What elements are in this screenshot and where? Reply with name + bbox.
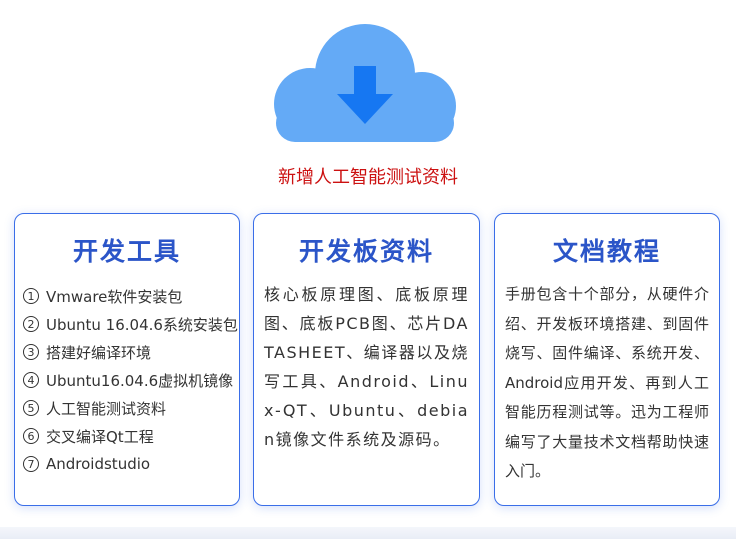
card-body-board-materials: 核心板原理图、底板原理图、底板PCB图、芯片DATASHEET、编译器以及烧写工…	[264, 285, 469, 449]
list-item-label: Ubuntu 16.04.6系统安装包	[46, 315, 238, 334]
list-item-label: 搭建好编译环境	[46, 343, 152, 362]
card-title-dev-tools: 开发工具	[72, 237, 181, 266]
number-badge: 2	[23, 316, 39, 332]
number-badge: 4	[23, 372, 39, 388]
list-item: 7 Androidstudio	[23, 450, 238, 478]
cloud-download-icon	[270, 16, 460, 146]
list-item: 6 交叉编译Qt工程	[23, 422, 238, 450]
list-item-label: 人工智能测试资料	[46, 399, 167, 418]
card-board-materials: 开发板资料 核心板原理图、底板原理图、底板PCB图、芯片DATASHEET、编译…	[253, 213, 480, 506]
number-badge: 1	[23, 288, 39, 304]
number-badge: 7	[23, 456, 39, 472]
headline: 新增人工智能测试资料	[278, 167, 458, 188]
list-item: 3 搭建好编译环境	[23, 338, 238, 366]
number-badge: 5	[23, 400, 39, 416]
list-item: 2 Ubuntu 16.04.6系统安装包	[23, 310, 238, 338]
list-item-label: 交叉编译Qt工程	[46, 427, 154, 446]
list-item: 1 Vmware软件安装包	[23, 282, 238, 310]
list-item-label: Androidstudio	[46, 455, 151, 473]
card-body-doc-tutorials: 手册包含十个部分，从硬件介绍、开发板环境搭建、到固件烧写、固件编译、系统开发、A…	[505, 285, 709, 480]
list-item: 5 人工智能测试资料	[23, 394, 238, 422]
card-dev-tools: 开发工具 1 Vmware软件安装包 2 Ubuntu 16.04.6系统安装包 3…	[14, 213, 240, 506]
number-badge: 6	[23, 428, 39, 444]
list-item-label: Vmware软件安装包	[46, 287, 183, 306]
card-title-doc-tutorials: 文档教程	[552, 237, 661, 266]
list-item-label: Ubuntu16.04.6虚拟机镜像	[46, 371, 234, 390]
list-item: 4 Ubuntu16.04.6虚拟机镜像	[23, 366, 238, 394]
card-title-board-materials: 开发板资料	[298, 237, 434, 266]
number-badge: 3	[23, 344, 39, 360]
tool-list: 1 Vmware软件安装包 2 Ubuntu 16.04.6系统安装包 3 搭建好编译…	[23, 282, 238, 478]
bottom-band	[0, 527, 736, 539]
card-doc-tutorials: 文档教程 手册包含十个部分，从硬件介绍、开发板环境搭建、到固件烧写、固件编译、系…	[494, 213, 720, 506]
